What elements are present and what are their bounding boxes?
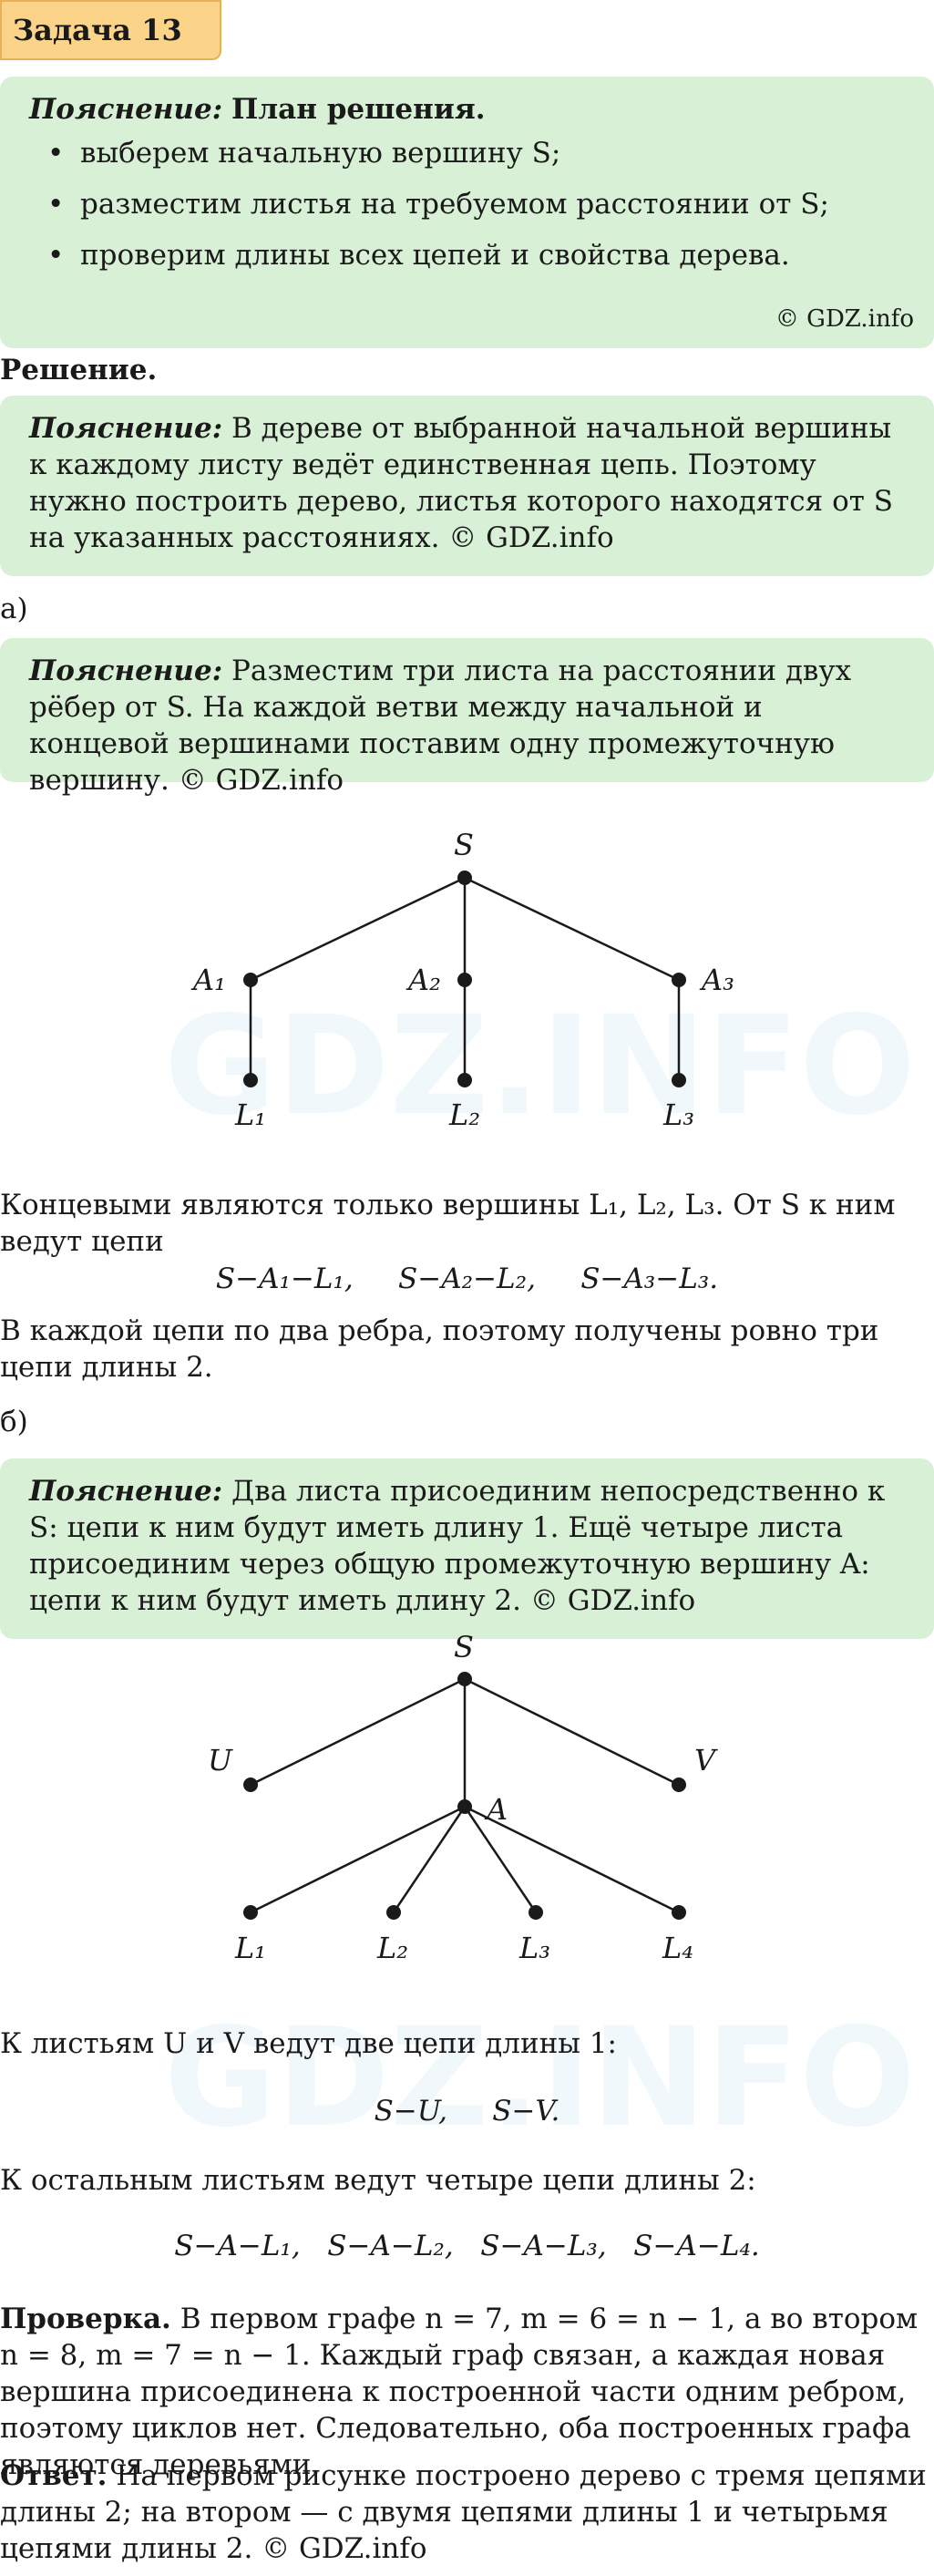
label-s: S (454, 828, 474, 862)
text-a2: В каждой цепи по два ребра, поэтому полу… (0, 1314, 879, 1384)
vertex-v (672, 1777, 686, 1792)
formula-a: S−A₁−L₁, S−A₂−L₂, S−A₃−L₃. (215, 1262, 719, 1295)
plan-item-text: выберем начальную вершину S; (80, 137, 561, 170)
edge-s-a1 (250, 876, 466, 982)
bullet: • (47, 239, 65, 272)
edge-a-l3 (463, 1806, 538, 1913)
note-label: Пояснение: (29, 412, 223, 445)
plan-item-text: разместим листья на требуемом расстоянии… (80, 188, 829, 221)
answer-paragraph: Ответ. На первом рисунке построено дерев… (0, 2458, 934, 2567)
plan-list-item: • разместим листья на требуемом расстояни… (29, 186, 905, 222)
note-label: Пояснение: (29, 93, 223, 126)
plan-list: • выберем начальную вершину S; • разместим… (29, 135, 905, 273)
vertex-l2 (457, 1073, 472, 1087)
label-l1: L₁ (234, 1931, 266, 1965)
check-label: Проверка. (0, 2303, 171, 2335)
edge-a-l1 (250, 1805, 466, 1914)
check-paragraph: Проверка. В первом графе n = 7, m = 6 = … (0, 2301, 934, 2483)
explanation-note-b: Пояснение: Два листа присоединим непосре… (0, 1458, 934, 1639)
vertex-s (457, 1672, 472, 1686)
vertex-a (457, 1799, 472, 1814)
tree-graph-a: S A₁ A₂ A₃ L₁ L₂ L₃ (190, 828, 734, 1132)
note-text: Разместим три листа на расстоянии двух р… (29, 654, 852, 797)
vertex-l3 (672, 1073, 686, 1087)
plan-note-heading: Пояснение: План решения. (29, 91, 905, 128)
edge-a-l2 (392, 1806, 467, 1913)
vertex-s (457, 871, 472, 885)
vertex-l2 (386, 1905, 401, 1920)
note-label: Пояснение: (29, 654, 223, 687)
label-l2: L₂ (376, 1931, 408, 1965)
note-label: Пояснение: (29, 1475, 223, 1508)
check-text: В первом графе n = 7, m = 6 = n − 1, а в… (0, 2303, 919, 2481)
formula-b1: S−U, S−V. (374, 2095, 560, 2128)
explanation-note: Пояснение: В дереве от выбранной начальн… (0, 396, 934, 576)
vertex-l1 (243, 1073, 258, 1087)
label-a: A (484, 1792, 508, 1827)
vertex-a2 (457, 973, 472, 987)
part-a-label: а) (0, 592, 28, 625)
text-b1: К листьям U и V ведут две цепи длины 1: (0, 2027, 617, 2060)
plan-list-item: • выберем начальную вершину S; (29, 135, 905, 171)
formula-b2: S−A−L₁, S−A−L₂, S−A−L₃, S−A−L₄. (174, 2230, 760, 2262)
vertex-l3 (529, 1905, 543, 1920)
copyright: © GDZ.info (775, 305, 914, 333)
plan-list-item: • проверим длины всех цепей и свойства де… (29, 237, 905, 273)
bullet: • (47, 137, 65, 170)
label-l2: L₂ (448, 1097, 480, 1132)
label-v: V (694, 1743, 718, 1777)
vertex-a1 (243, 973, 258, 987)
label-s: S (454, 1632, 474, 1664)
note-text: В дереве от выбранной начальной вершины … (29, 412, 893, 554)
vertex-u (243, 1777, 258, 1792)
explanation-note-a: Пояснение: Разместим три листа на рассто… (0, 638, 934, 797)
plan-heading: План решения. (231, 93, 486, 126)
edge-a-l4 (464, 1805, 680, 1914)
label-u: U (208, 1743, 233, 1777)
label-a2: A₂ (405, 963, 441, 997)
vertex-l4 (672, 1905, 686, 1920)
task-title-badge: Задача 13 (0, 0, 221, 60)
label-l4: L₄ (662, 1931, 693, 1965)
edge-s-a3 (464, 876, 680, 982)
solution-heading: Решение. (0, 354, 158, 386)
note-text: Два листа присоединим непосредственно к … (29, 1475, 886, 1617)
watermark: GDZ.INFO (164, 1999, 916, 2158)
label-l3: L₃ (518, 1931, 550, 1965)
answer-label: Ответ. (0, 2459, 108, 2492)
tree-graph-b: S U V A L₁ L₂ L₃ L₄ (208, 1632, 718, 1965)
edge-s-u (250, 1677, 466, 1787)
text-b2: К остальным листьям ведут четыре цепи дл… (0, 2164, 756, 2197)
answer-text: На первом рисунке построено дерево с тре… (0, 2459, 927, 2565)
vertex-a3 (672, 973, 686, 987)
plan-note: Пояснение: План решения. • выберем началь… (0, 77, 934, 348)
text-a1: Концевыми являются только вершины L₁, L₂… (0, 1189, 896, 1258)
vertex-l1 (243, 1905, 258, 1920)
task-title: Задача 13 (13, 13, 182, 47)
label-a1: A₁ (190, 963, 226, 997)
label-a3: A₃ (699, 963, 734, 997)
plan-item-text: проверим длины всех цепей и свойства дер… (80, 239, 790, 272)
label-l1: L₁ (234, 1097, 266, 1132)
bullet: • (47, 188, 65, 221)
part-b-label: б) (0, 1406, 28, 1438)
edge-s-v (464, 1677, 680, 1787)
label-l3: L₃ (662, 1097, 694, 1132)
